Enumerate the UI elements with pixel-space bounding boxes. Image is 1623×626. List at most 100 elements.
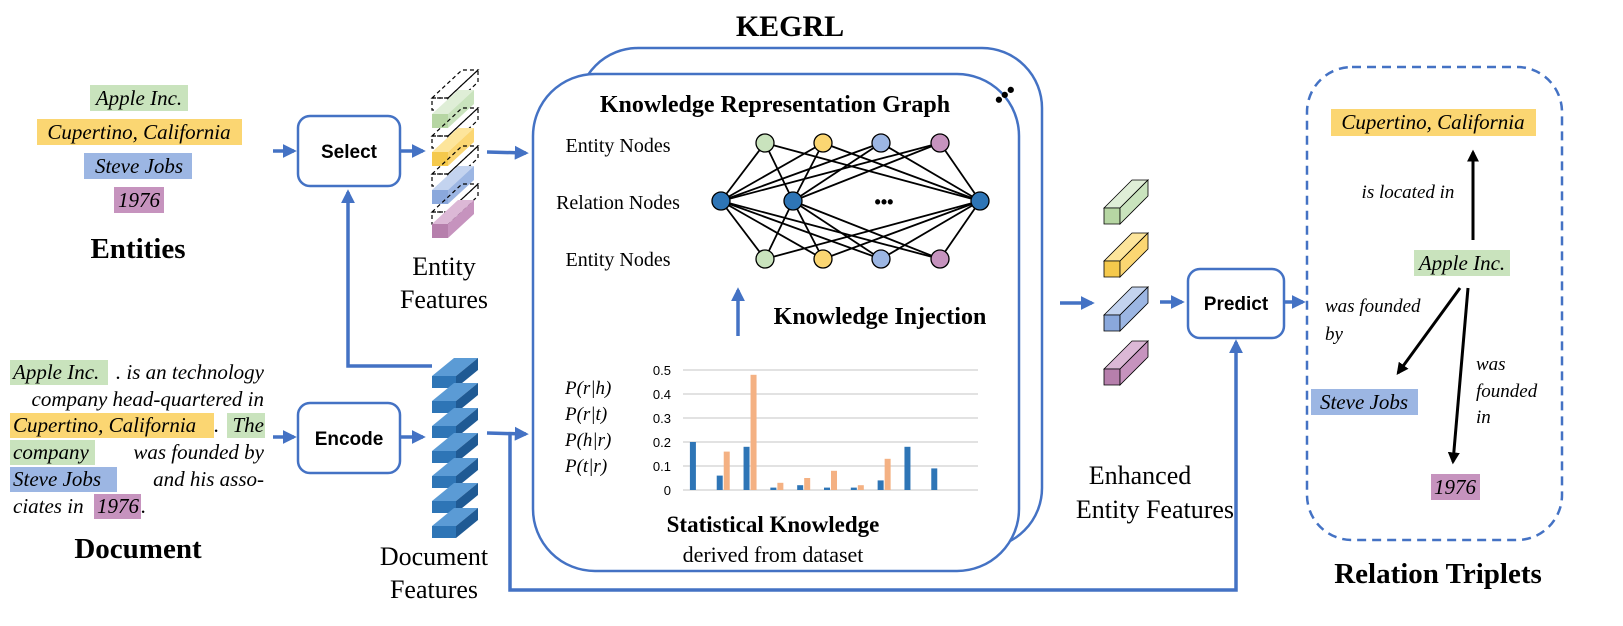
entity-cupertino-highlight [37, 119, 242, 145]
graph-edge [792, 200, 824, 260]
triplet-head: Apple Inc. [1417, 251, 1505, 275]
doc-line-1-part-1: Apple Inc. [11, 360, 99, 384]
doc-feature-front [432, 526, 456, 538]
doc-highlight-jobs [10, 467, 117, 492]
entity-node [930, 249, 950, 269]
encode-label: Encode [315, 429, 384, 450]
entity-nodes-label-bottom: Entity Nodes [566, 249, 671, 271]
doc-feature-top [432, 358, 478, 376]
prob-label-r-given-h: P(r|h) [564, 378, 611, 399]
doc-feature-top [432, 483, 478, 501]
entity-1976: 1976 [118, 188, 161, 212]
chart-bar [689, 442, 696, 490]
doc-highlight-company [10, 440, 95, 465]
chart-y-tick: 0.2 [653, 435, 671, 450]
entity-node [871, 249, 891, 269]
edge-founded-by [1396, 287, 1462, 375]
arrow-docfeat-to-select [341, 189, 432, 368]
doc-feature-side [456, 483, 478, 513]
knowledge-injection-label: Knowledge Injection [774, 304, 987, 330]
select-label: Select [321, 142, 378, 163]
doc-feature-block [432, 433, 478, 463]
rel-located-in: is located in [1362, 182, 1455, 203]
chart-y-tick: 0 [664, 483, 671, 498]
entity-node [755, 133, 775, 153]
chart-y-tick: 0.5 [653, 363, 671, 378]
entity-jobs-highlight [84, 153, 192, 179]
graph-edge [720, 142, 766, 202]
chart-bar [750, 374, 757, 490]
entity-features-label-1: Entity [412, 252, 476, 281]
doc-highlight-apple [10, 360, 108, 385]
triplets-panel [1305, 65, 1564, 542]
relation-node [783, 191, 803, 211]
document-text: Apple Inc. . is an technology company he… [10, 360, 265, 519]
doc-feature-top [432, 508, 478, 526]
enhanced-features-stack [1103, 179, 1149, 386]
doc-feature-side [456, 433, 478, 463]
rel-founded-in-3: in [1476, 407, 1491, 428]
doc-highlight-the [227, 413, 265, 438]
entity-cupertino: Cupertino, California [47, 120, 230, 144]
chart-bar [743, 446, 750, 490]
graph-edge [792, 142, 882, 202]
chart-y-tick: 0.1 [653, 459, 671, 474]
entity-features-label-2: Features [400, 285, 488, 314]
chart-bar [770, 487, 777, 490]
graph-edge [764, 142, 794, 202]
triplet-year: 1976 [1434, 475, 1477, 499]
chart-bar [804, 478, 811, 490]
doc-feature-top [432, 408, 478, 426]
rel-founded-by-2: by [1325, 324, 1344, 345]
entity-apple: Apple Inc. [94, 86, 182, 110]
relation-nodes-label: Relation Nodes [556, 192, 680, 214]
doc-line-6-part-1: ciates in [13, 494, 84, 518]
graph-edge [720, 142, 941, 202]
doc-feature-front [432, 376, 456, 388]
graph-edge [792, 200, 882, 260]
chart-bar [931, 468, 938, 490]
doc-feature-block [432, 458, 478, 488]
encode-box [296, 401, 402, 475]
doc-feature-block [432, 408, 478, 438]
entity-jobs: Steve Jobs [95, 154, 183, 178]
edge-founded-in [1447, 287, 1470, 465]
chart-y-tick: 0.3 [653, 411, 671, 426]
doc-feature-front [432, 426, 456, 438]
entity-node [813, 133, 833, 153]
chart-bar [850, 487, 857, 490]
select-box [296, 114, 402, 188]
graph-edge [792, 142, 941, 202]
doc-highlight-cupertino [10, 413, 214, 438]
rel-founded-in-2: founded [1476, 381, 1538, 402]
doc-feature-top [432, 383, 478, 401]
graph-edge [792, 200, 941, 260]
doc-line-3-part-1: Cupertino, California [13, 413, 196, 437]
graph-edge [720, 200, 824, 260]
chart-bar [824, 487, 830, 490]
rel-founded-by-1: was founded [1325, 296, 1421, 317]
statistical-knowledge-title: Statistical Knowledge [667, 512, 880, 537]
predict-label: Predict [1204, 294, 1269, 315]
chart-bar [884, 458, 891, 490]
graph-edge [720, 142, 882, 202]
doc-line-1-part-2: . is an technology [116, 360, 265, 384]
graph-edge [720, 200, 941, 260]
chart-bar [723, 451, 730, 490]
doc-feature-side [456, 383, 478, 413]
chart-bar [831, 470, 837, 490]
entity-nodes-label-top: Entity Nodes [566, 135, 671, 157]
prob-label-t-given-r: P(t|r) [564, 456, 607, 477]
entity-node [871, 133, 891, 153]
entity-apple-highlight [90, 85, 188, 111]
predict-box [1186, 267, 1286, 340]
graph-edge [720, 200, 882, 260]
doc-line-6-part-3: . [141, 494, 146, 518]
graph-edge [792, 142, 824, 202]
enhanced-features-label-2: Entity Features [1076, 495, 1234, 524]
doc-line-3-part-2: . [214, 413, 219, 437]
doc-feature-front [432, 451, 456, 463]
doc-feature-side [456, 408, 478, 438]
doc-line-4-part-1: company [13, 440, 89, 464]
